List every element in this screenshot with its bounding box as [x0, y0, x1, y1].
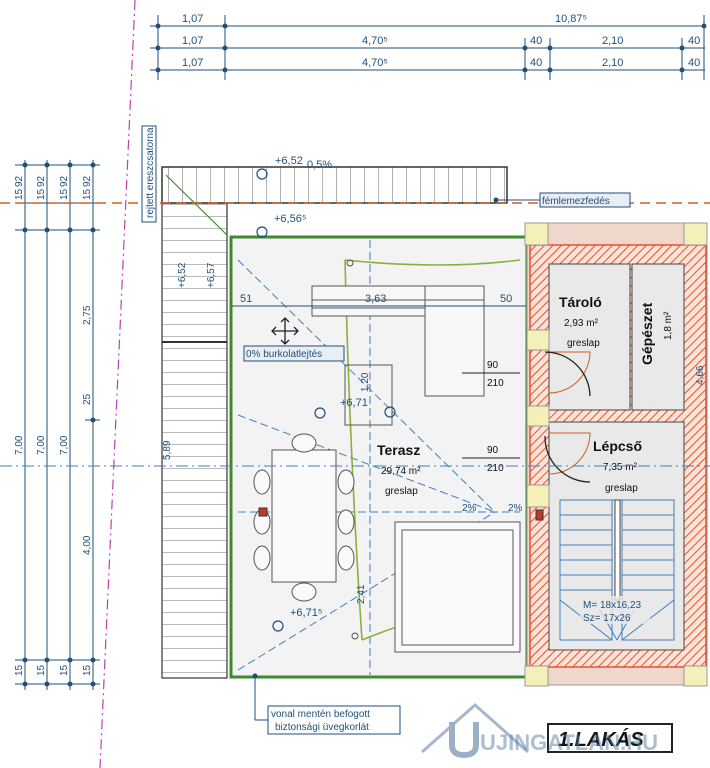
level-markers	[256, 168, 396, 632]
storage-room	[548, 263, 631, 411]
dim-left-275: 2,75	[82, 305, 93, 325]
dim-left-15a: 15	[14, 188, 25, 200]
storage-area: 2,93 m²	[564, 318, 599, 329]
dim-mid-3: 40	[530, 35, 542, 47]
level-652: +6,52	[275, 155, 303, 167]
dim-bot-4: 2,10	[602, 57, 623, 69]
storage-floor: greslap	[567, 338, 600, 349]
stair-spec-1: M= 18x16,23	[583, 600, 642, 611]
dim-left-15f: 15	[36, 664, 47, 676]
watermark-logo	[421, 702, 529, 759]
dim-241: 2,41	[356, 584, 367, 604]
dining-set	[253, 433, 355, 602]
dim-left-15h: 15	[82, 664, 93, 676]
door2-width: 90	[487, 445, 499, 456]
watermark-text: UJINGATLAN.HU	[480, 730, 658, 755]
slope-2a: 2%	[462, 503, 477, 514]
dim-left-15e: 15	[14, 664, 25, 676]
dim-bot-5: 40	[688, 57, 700, 69]
dim-bot-3: 40	[530, 57, 542, 69]
dim-left-15c: 15	[59, 188, 70, 200]
stairs-floor: greslap	[605, 483, 638, 494]
terrace-floor: greslap	[385, 486, 418, 497]
slope-finish-note-box	[243, 345, 345, 362]
dim-466: 4,66	[695, 365, 706, 385]
dim-51: 51	[240, 293, 252, 305]
hot-tub	[394, 521, 521, 653]
dim-50: 50	[500, 293, 512, 305]
dim-top-2: 10,87⁵	[555, 13, 587, 25]
dim-left-400: 4,00	[82, 535, 93, 555]
dim-left-92a: 92	[14, 175, 25, 187]
door2-height: 210	[487, 463, 504, 474]
storage-name: Tároló	[559, 294, 602, 310]
door1-width: 90	[487, 360, 499, 371]
slope-2b: 2%	[508, 503, 523, 514]
dim-left-15d: 15	[82, 188, 93, 200]
terrace-area: 29,74 m²	[381, 466, 421, 477]
dim-mid-1: 1,07	[182, 35, 203, 47]
dim-mid-4: 2,10	[602, 35, 623, 47]
door-swings	[548, 351, 591, 475]
dim-363: 3,63	[365, 293, 386, 305]
terrace-name: Terasz	[377, 442, 420, 458]
gutter-note-box	[141, 125, 157, 223]
stairs-name: Lépcső	[593, 438, 642, 454]
dim-left-92d: 92	[82, 175, 93, 187]
dim-left-15b: 15	[36, 188, 47, 200]
sofa	[311, 285, 485, 397]
sheet-cover-note-box	[539, 192, 631, 208]
property-boundary-line	[99, 0, 136, 768]
dim-bot-1: 1,07	[182, 57, 203, 69]
sheet-cover-note: fémlemezfedés	[542, 196, 610, 207]
glass-rail-note-box	[267, 705, 401, 735]
mech-area: 1,8 m²	[663, 311, 674, 340]
dim-left-92c: 92	[59, 175, 70, 187]
left-dimensions	[15, 160, 100, 690]
mech-room	[631, 263, 685, 411]
left-dim-labels: 15 92 15 92 15 92 15 92 2,75 25 7,00 7,0…	[14, 175, 93, 676]
dim-mid-2: 4,70⁵	[362, 35, 388, 47]
dim-left-700a: 7,00	[14, 435, 25, 455]
dim-mid-5: 40	[688, 35, 700, 47]
left-dim-markers	[22, 162, 96, 687]
gutter-note: rejtett ereszcsatorna	[145, 127, 156, 218]
dim-left-700c: 7,00	[59, 435, 70, 455]
top-dim-markers	[155, 23, 707, 73]
stair-spec-2: Sz= 17x26	[583, 613, 631, 624]
sheet-title: 1.LAKÁS	[558, 728, 644, 751]
dim-589: 5,89	[162, 440, 173, 460]
slope-05: 0,5%	[307, 159, 332, 171]
dim-left-25: 25	[82, 393, 93, 405]
glass-rail-note-1: vonal mentén befogott	[271, 709, 370, 720]
left-deck-strip	[161, 202, 228, 679]
dim-top-1: 1,07	[182, 13, 203, 25]
dim-120: 1,20	[360, 372, 371, 392]
move-cursor-icon	[271, 317, 299, 345]
stairs-area: 7,35 m²	[603, 462, 638, 473]
dim-bot-2: 4,70⁵	[362, 57, 388, 69]
roof-strip	[161, 166, 508, 204]
slope-finish-note: 0% burkolatlejtés	[246, 349, 322, 360]
level-671: +6,71	[340, 397, 368, 409]
sheet-title-box	[547, 723, 673, 753]
glass-rail-note-2: biztonsági üvegkorlát	[275, 722, 369, 733]
dim-left-700b: 7,00	[36, 435, 47, 455]
top-dimensions	[150, 15, 705, 80]
level-6715: +6,71⁵	[290, 607, 322, 619]
level-6565: +6,56⁵	[274, 213, 306, 225]
level-657-v: +6,57	[206, 262, 217, 288]
dim-left-92b: 92	[36, 175, 47, 187]
coffee-table	[344, 364, 393, 426]
door1-height: 210	[487, 378, 504, 389]
dim-left-15g: 15	[59, 664, 70, 676]
level-652-v: +6,52	[177, 262, 188, 288]
mech-name: Gépészet	[639, 302, 655, 365]
